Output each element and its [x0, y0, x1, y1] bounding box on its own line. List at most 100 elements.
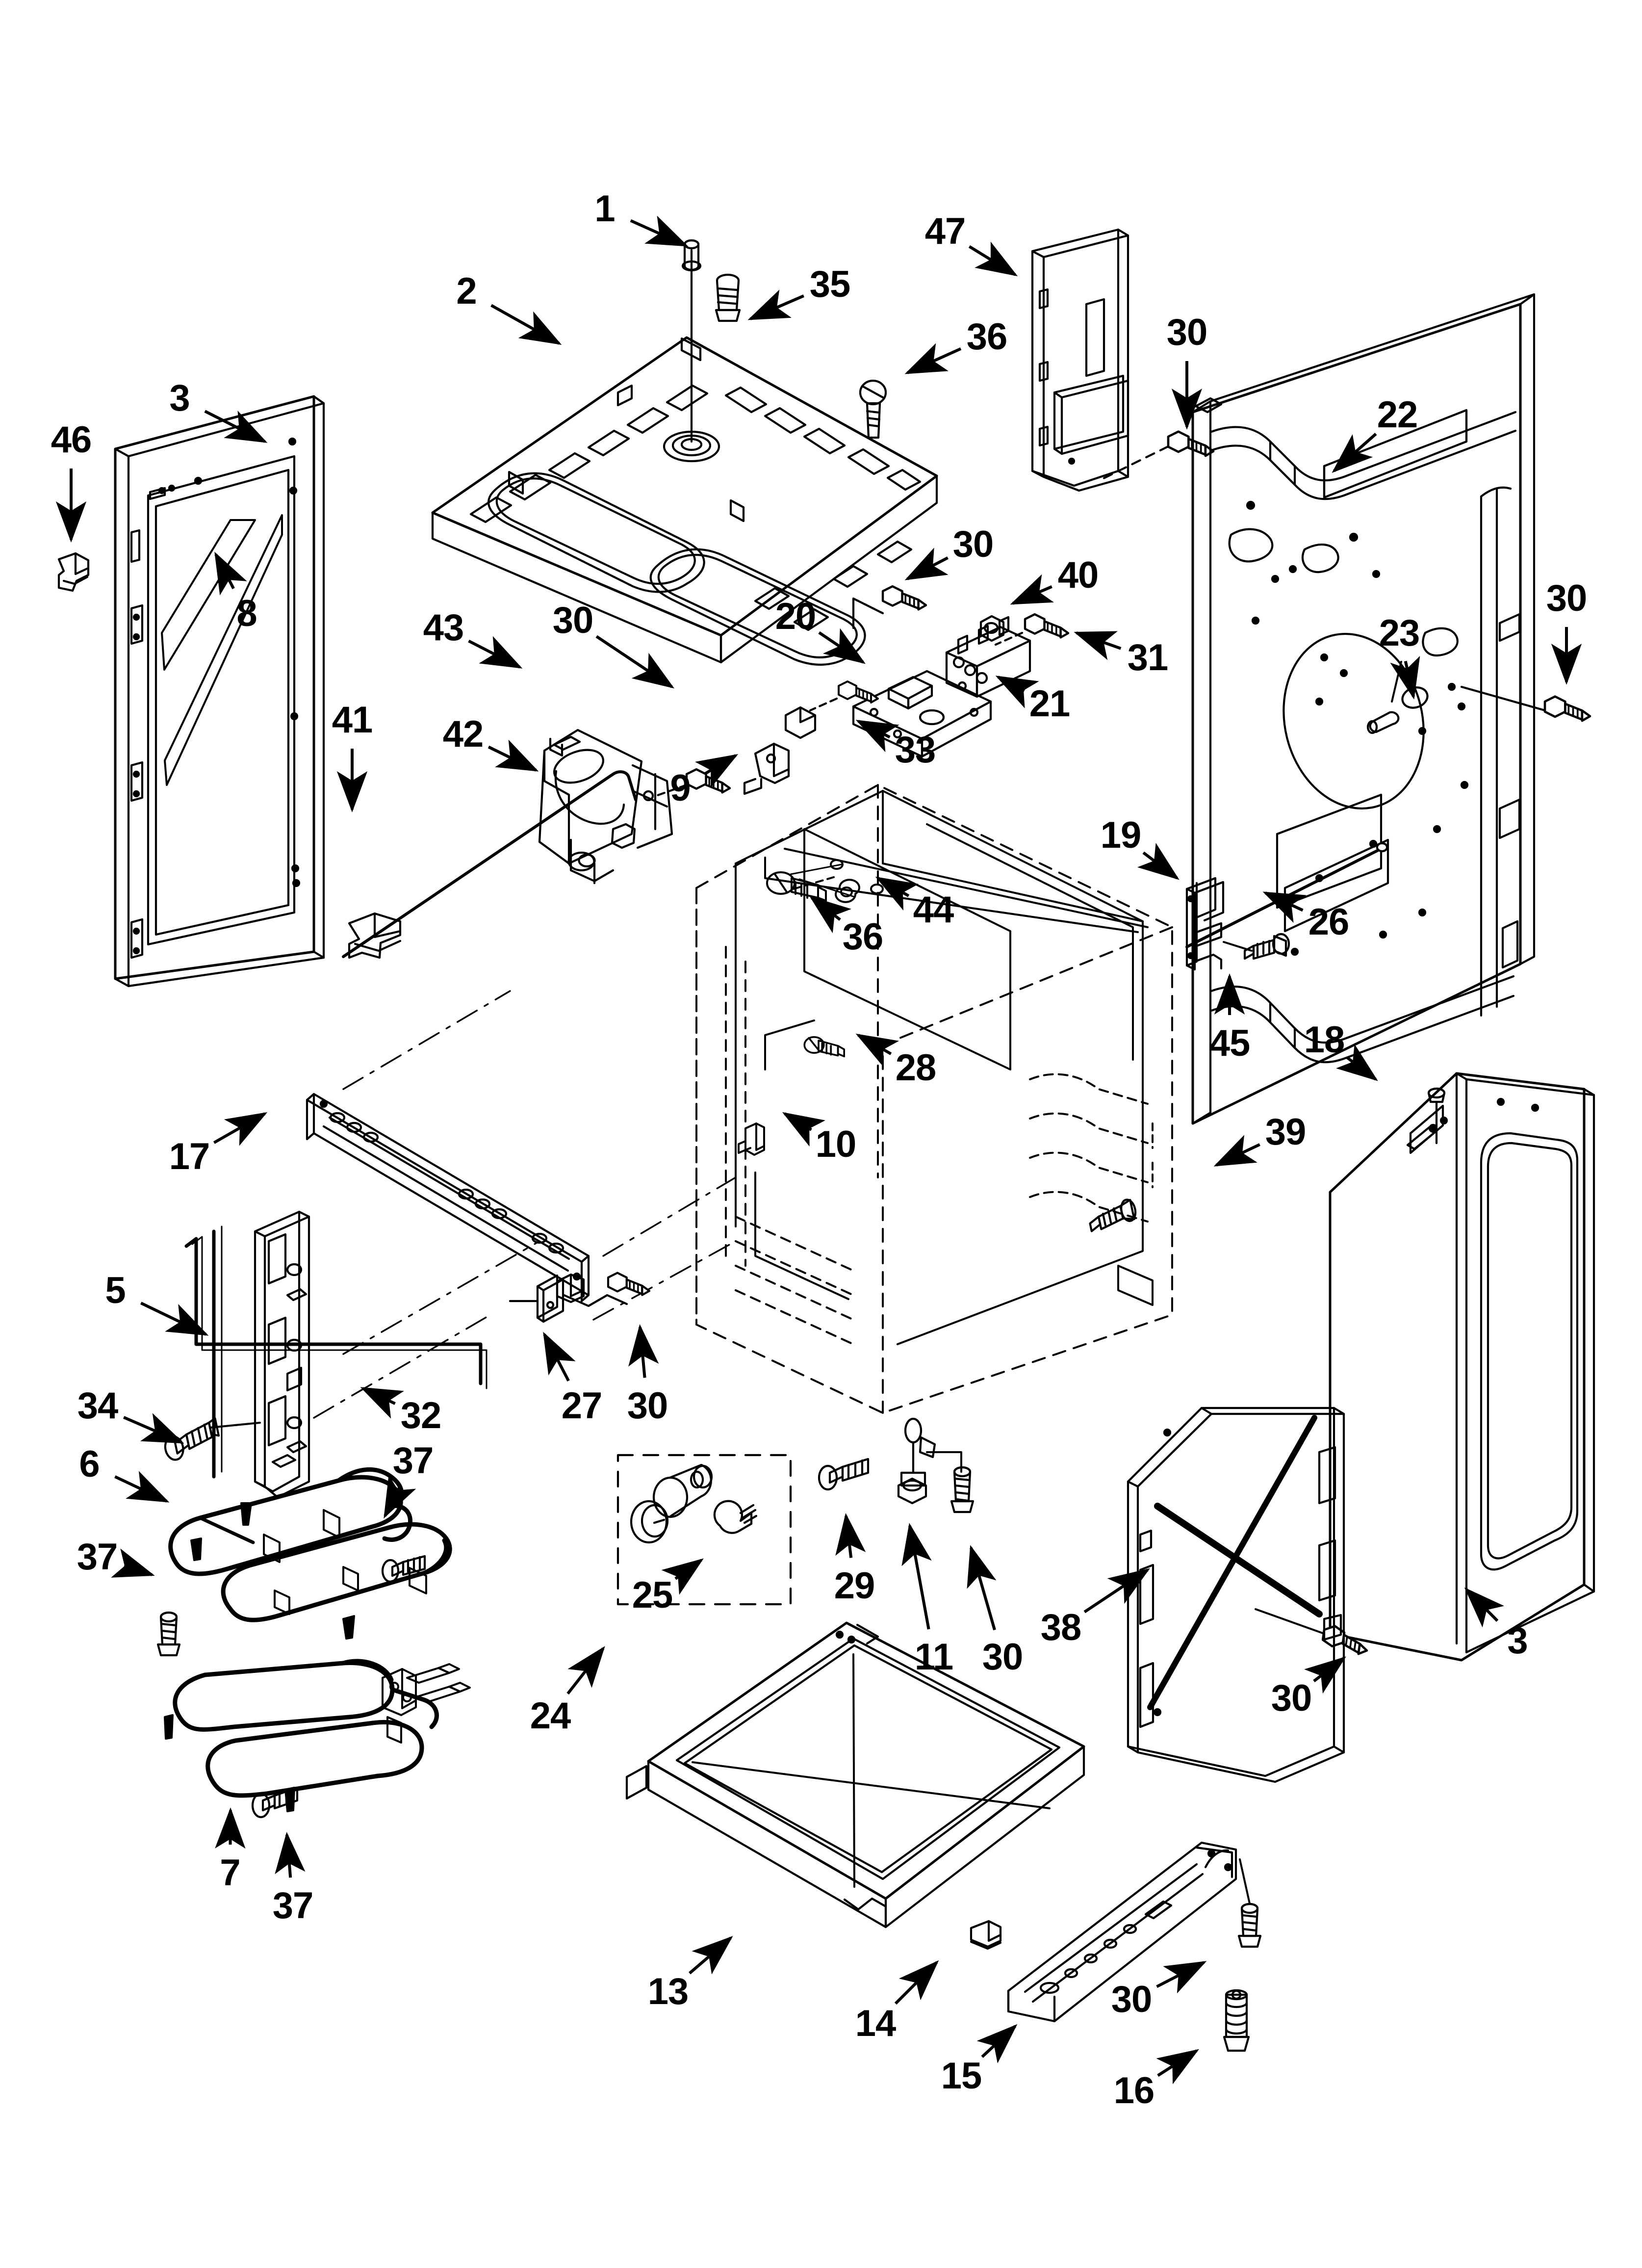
leader-arrow-latch-strike-bracket	[855, 720, 899, 753]
callout-number-chassis-brace-rod: 26	[1308, 901, 1350, 943]
callout-number-screw-element: 37	[392, 1440, 434, 1482]
callout-number-oven-bottom-pan: 13	[647, 1971, 689, 2012]
leader-arrow-leveling-leg	[901, 1523, 932, 1630]
callout-number-rear-access-cover: 38	[1040, 1607, 1082, 1648]
leader-arrow-chassis-brace-rod	[1262, 891, 1307, 923]
screw-36a	[859, 379, 887, 439]
harness-clip-19	[1185, 877, 1225, 971]
callout-number-wire-harness-clip: 19	[1100, 814, 1142, 856]
rail-clip-14	[970, 1920, 1002, 1950]
screw-30h	[1237, 1903, 1262, 1948]
leader-arrow-drawer-rail-clip	[894, 1960, 939, 2005]
leader-arrow-screw-8-18-x-0-500	[1156, 1961, 1207, 1994]
leader-arrow-oven-lamp-assembly	[661, 1558, 704, 1595]
leader-arrow-terminal-block-bracket	[818, 628, 866, 664]
leader-arrow-screw-bracket	[904, 343, 962, 374]
callout-number-screw-lower-cavity: 28	[895, 1047, 937, 1089]
lock-rod-42	[342, 770, 637, 958]
callout-number-door-gasket-wire: 5	[105, 1270, 126, 1311]
screw-45	[1243, 933, 1290, 960]
door-panel-left	[114, 395, 325, 988]
callout-number-cooktop-hinge-pin: 1	[594, 188, 615, 230]
rear-access-cover-38	[1127, 1407, 1345, 1783]
bake-element-6	[168, 1467, 452, 1622]
leader-arrow-screw-rear-cover	[1213, 1135, 1260, 1167]
callout-number-drawer-glide-rail: 17	[169, 1136, 210, 1177]
callout-number-latch-strike-bracket: 33	[895, 729, 936, 771]
leader-arrow-screw-element	[384, 1475, 416, 1519]
leveling-spring-16	[1223, 1989, 1250, 2052]
screw-37a	[381, 1555, 426, 1583]
leader-arrow-screw-leveling-leg	[835, 1513, 866, 1558]
leader-arrow-cooktop-hinge-pin	[630, 215, 689, 247]
callout-number-screw-cavity: 36	[842, 916, 884, 958]
leader-arrow-wire-harness-clip	[1137, 843, 1180, 880]
door-panel-right	[1329, 1072, 1595, 1662]
callout-number-oven-lamp-assembly: 25	[632, 1574, 673, 1616]
callout-number-screw-8-18-x-0-500: 30	[1546, 577, 1588, 619]
leader-arrow-bake-element	[114, 1471, 170, 1503]
leader-arrow-door-gasket-wire	[140, 1302, 209, 1336]
leader-arrow-screw-element	[111, 1548, 155, 1578]
callout-number-screw-8-18-x-0-500: 30	[1166, 312, 1208, 353]
callout-number-door-hinge-receiver: 32	[400, 1395, 442, 1436]
bake-element-tabs	[190, 1502, 427, 1640]
callout-number-screw-element: 37	[77, 1536, 118, 1578]
callout-number-cavity-clip: 10	[815, 1123, 857, 1165]
leader-arrow-lamp-kit-group	[566, 1646, 605, 1695]
leader-arrow-side-panel-bracket	[968, 241, 1018, 277]
leader-arrow-screw-hinge-receiver	[123, 1413, 184, 1444]
leader-arrow-rear-access-cover	[1083, 1568, 1150, 1614]
latch-strike-33	[784, 706, 817, 739]
screw-37b	[156, 1611, 181, 1657]
callout-number-screw-8-18-x-0-500: 30	[982, 1636, 1024, 1678]
leader-arrow-terminal-block	[995, 676, 1039, 708]
broil-element-7	[173, 1659, 439, 1798]
oven-bottom-pan-13	[625, 1621, 1085, 1929]
temperature-sensor-27	[184, 1236, 628, 1389]
leader-arrow-cavity-bushing	[875, 877, 919, 911]
door-lock-motor-43	[538, 729, 673, 885]
terminal-block-assembly	[852, 615, 1031, 758]
leader-arrow-door-inner-glass	[214, 551, 247, 596]
callout-number-temperature-sensor: 27	[561, 1385, 603, 1427]
callout-number-door-clip: 46	[51, 419, 92, 461]
leader-arrow-oven-door-outer-panel	[204, 410, 268, 443]
callout-number-leveling-leg: 11	[914, 1636, 953, 1678]
leader-arrow-rear-chassis-panel	[1332, 433, 1377, 473]
callout-number-hex-nut: 40	[1057, 554, 1099, 596]
leader-arrow-door-lock-rod	[487, 739, 539, 772]
leader-arrow-grommet-bushing	[1390, 656, 1420, 700]
hinge-receiver-32	[254, 1210, 310, 1499]
callout-number-bake-element: 6	[79, 1443, 100, 1485]
callout-number-drawer-rail: 15	[941, 2055, 982, 2097]
callout-number-screw-harness-clip: 45	[1209, 1022, 1251, 1064]
leader-arrow-screw-cavity	[809, 896, 851, 934]
callout-number-oven-door-outer-panel: 3	[169, 377, 190, 419]
callout-number-oven-door-outer-panel: 3	[1507, 1620, 1528, 1662]
callout-number-cavity-bushing: 44	[913, 889, 954, 931]
callout-number-cooktop-main-top: 2	[456, 270, 477, 312]
callout-number-door-inner-glass: 8	[236, 593, 257, 634]
leader-arrow-screw-8-18-x-0-500	[628, 1324, 659, 1378]
callout-number-screw-rear-cover: 39	[1265, 1111, 1307, 1153]
leader-arrow-latch-catch	[694, 754, 739, 788]
leader-arrow-door-hinge-pin	[1336, 1043, 1378, 1081]
callout-number-screw-element: 37	[272, 1885, 314, 1927]
leader-arrow-cooktop-main-top	[490, 304, 562, 345]
gasket-wire-5	[212, 1225, 223, 1479]
callout-number-screw-terminal-block: 31	[1127, 637, 1169, 678]
screw-35	[715, 273, 741, 322]
leader-arrow-cavity-clip	[782, 1112, 825, 1147]
leveling-leg-11	[897, 1417, 936, 1505]
callout-number-screw-8-18-x-0-500: 30	[552, 600, 594, 641]
leader-arrow-door-hinge-receiver	[360, 1387, 404, 1419]
leader-arrow-drawer-glide-rail	[213, 1112, 268, 1146]
callout-number-side-panel-bracket: 47	[924, 210, 966, 252]
callout-number-screw-8-18-x-0-500: 30	[952, 523, 994, 565]
broil-element-terminal	[164, 1663, 471, 1812]
callout-number-screw-leveling-leg: 29	[834, 1565, 875, 1607]
side-bracket-47	[1031, 228, 1129, 492]
leader-arrow-drawer-rail	[976, 2024, 1018, 2063]
